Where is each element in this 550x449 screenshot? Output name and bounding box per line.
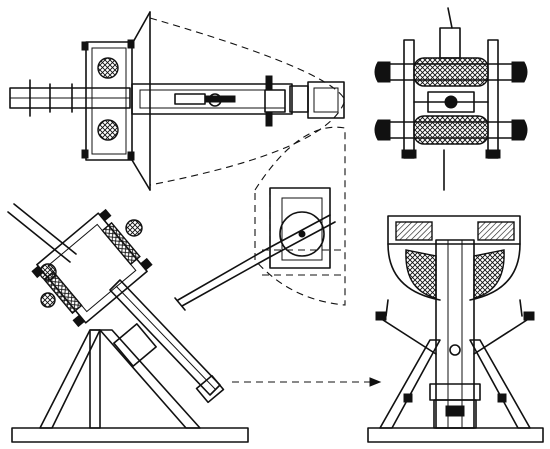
- arrow-to-front-elevation: [232, 377, 382, 387]
- spring-bundle-view: [374, 7, 528, 191]
- front-elevation: [367, 215, 544, 443]
- arm-swing-detail: [174, 126, 346, 311]
- plan-view: [9, 11, 346, 191]
- side-elevation: [7, 203, 249, 443]
